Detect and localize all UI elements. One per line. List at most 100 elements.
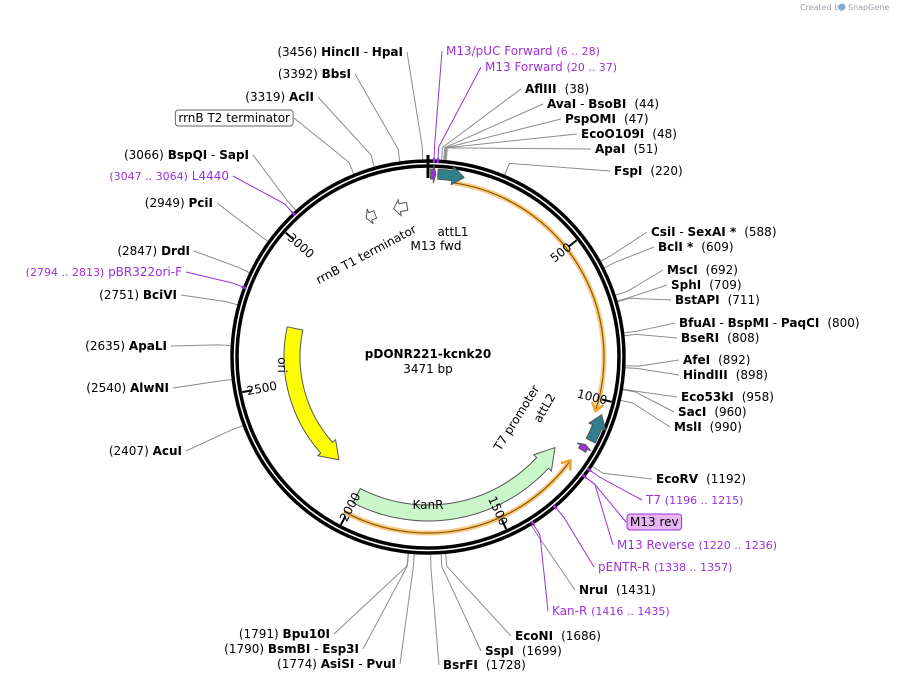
tick-label: 2500 bbox=[246, 379, 279, 398]
enzyme-bsmbi[interactable]: (1790) BsmBI - Esp3I bbox=[224, 642, 359, 656]
enzyme-fspi[interactable]: FspI(220) bbox=[614, 164, 683, 178]
enzyme-name: DrdI bbox=[161, 244, 190, 258]
leader-line bbox=[623, 322, 676, 334]
primer-pentr-r[interactable]: pENTR-R (1338 .. 1357) bbox=[598, 560, 732, 574]
enzyme-bbsi[interactable]: (3392) BbsI bbox=[278, 67, 351, 81]
enzyme-afei[interactable]: AfeI(892) bbox=[683, 353, 750, 367]
enzyme-drdi[interactable]: (2847) DrdI bbox=[117, 244, 190, 258]
enzyme-position: (1790) bbox=[224, 642, 264, 656]
enzyme-position: (2949) bbox=[145, 196, 185, 210]
primer-l4440[interactable]: (3047 .. 3064) L4440 bbox=[109, 169, 229, 183]
leader-line bbox=[591, 465, 653, 480]
enzyme-bseri[interactable]: BseRI (808) bbox=[681, 331, 759, 345]
leader-line bbox=[584, 476, 627, 523]
tick-mark bbox=[242, 389, 253, 394]
enzyme-sspi[interactable]: SspI(1699) bbox=[485, 644, 562, 658]
leader-line bbox=[406, 51, 424, 161]
leader-line bbox=[600, 231, 648, 262]
tick-mark bbox=[601, 398, 612, 403]
enzyme-bcivi[interactable]: (2751) BciVI bbox=[99, 288, 177, 302]
leader-line bbox=[441, 88, 522, 161]
feature-m13-fwd[interactable] bbox=[430, 164, 437, 184]
primer-site-mark bbox=[290, 210, 297, 217]
enzyme-ecorv[interactable]: EcoRV(1192) bbox=[656, 472, 746, 486]
enzyme-name: SacI bbox=[678, 405, 706, 419]
leader-line bbox=[172, 379, 233, 389]
feature-attl1[interactable] bbox=[437, 165, 466, 186]
leader-line bbox=[620, 399, 671, 428]
enzyme-name: Bpu10I bbox=[283, 627, 330, 641]
feature-label-rrnb-t1-terminator: rrnB T1 terminator bbox=[314, 222, 419, 287]
enzyme-name: HincII bbox=[321, 45, 360, 59]
enzyme-acli[interactable]: (3319) AclI bbox=[245, 90, 314, 104]
feature-kanr[interactable] bbox=[352, 446, 556, 522]
enzyme-position: (48) bbox=[652, 127, 677, 141]
enzyme-nrui[interactable]: NruI(1431) bbox=[579, 583, 656, 597]
leader-line bbox=[185, 425, 244, 452]
enzyme-afliii[interactable]: AflIII(38) bbox=[525, 82, 589, 96]
boxed-label-m13-rev[interactable]: M13 rev bbox=[626, 513, 683, 531]
enzyme-msci[interactable]: MscI(692) bbox=[667, 263, 738, 277]
enzyme-apai[interactable]: ApaI(51) bbox=[595, 142, 658, 156]
enzyme-hindiii[interactable]: HindIII(898) bbox=[683, 368, 768, 382]
enzyme-bspqi[interactable]: (3066) BspQI - SapI bbox=[124, 148, 249, 162]
primer-name: M13/pUC Forward bbox=[446, 44, 553, 58]
enzyme-name: AcuI bbox=[153, 444, 182, 458]
enzyme-sphi[interactable]: SphI(709) bbox=[671, 278, 742, 292]
enzyme-bsrfi[interactable]: BsrFI(1728) bbox=[443, 658, 526, 672]
primer-m13-puc-forward[interactable]: M13/pUC Forward (6 .. 28) bbox=[446, 44, 600, 58]
tick-mark bbox=[340, 515, 347, 526]
backbone-ring bbox=[230, 155, 626, 555]
enzyme-position: (808) bbox=[727, 331, 759, 345]
enzyme-ecoo109i[interactable]: EcoO109I(48) bbox=[581, 127, 677, 141]
primer-kan-r[interactable]: Kan-R (1416 .. 1435) bbox=[552, 604, 670, 618]
enzyme-name: ApaI bbox=[595, 142, 625, 156]
primer-pbr322ori-f[interactable]: (2794 .. 2813) pBR322ori-F bbox=[26, 265, 182, 279]
enzyme-name: BseRI bbox=[681, 331, 719, 345]
enzyme-hincii[interactable]: (3456) HincII - HpaI bbox=[277, 45, 403, 59]
enzyme-asisi[interactable]: (1774) AsiSI - PvuI bbox=[277, 657, 396, 671]
leader-line bbox=[503, 162, 611, 176]
enzyme-position: (3456) bbox=[277, 45, 317, 59]
leader-line bbox=[614, 269, 664, 296]
feature-t7-promoter[interactable] bbox=[576, 442, 592, 453]
enzyme-position: (898) bbox=[736, 368, 768, 382]
primer-m13-forward[interactable]: M13 Forward (20 .. 37) bbox=[485, 60, 617, 74]
feature-ori[interactable] bbox=[283, 326, 340, 461]
leader-line bbox=[193, 250, 251, 274]
enzyme-position: (609) bbox=[701, 240, 733, 254]
enzyme-msli[interactable]: MslI(990) bbox=[674, 420, 742, 434]
enzyme-econi[interactable]: EcoNI(1686) bbox=[515, 629, 601, 643]
feature-terminator[interactable] bbox=[365, 208, 378, 225]
enzyme-name: BspQI bbox=[168, 148, 208, 162]
boxed-label-rrnb-t2-terminator[interactable]: rrnB T2 terminator bbox=[174, 109, 294, 127]
enzyme-bcli[interactable]: BclI *(609) bbox=[658, 240, 734, 254]
primer-m13-reverse[interactable]: M13 Reverse (1220 .. 1236) bbox=[617, 538, 777, 552]
enzyme-alwni[interactable]: (2540) AlwNI bbox=[86, 381, 169, 395]
enzyme-pcii[interactable]: (2949) PciI bbox=[145, 196, 213, 210]
tick-label: 3000 bbox=[285, 230, 317, 261]
enzyme-eco53ki[interactable]: Eco53kI(958) bbox=[681, 390, 774, 404]
feature-rrnb-t1-terminator[interactable] bbox=[393, 198, 409, 217]
site-labels: (3456) HincII - HpaI (3392) BbsI (3319) Ac… bbox=[26, 44, 860, 672]
feature-label-attl1: attL1 bbox=[437, 225, 468, 239]
enzyme-bpu10i[interactable]: (1791) Bpu10I bbox=[239, 627, 330, 641]
leader-line bbox=[185, 271, 244, 288]
separator: - bbox=[769, 316, 781, 330]
enzyme-avai[interactable]: AvaI - BsoBI(44) bbox=[547, 97, 659, 111]
enzyme-saci[interactable]: SacI (960) bbox=[678, 405, 747, 419]
enzyme-name: PspOMI bbox=[565, 112, 616, 126]
leader-line bbox=[354, 73, 401, 163]
enzyme-position: (960) bbox=[714, 405, 746, 419]
enzyme-acui[interactable]: (2407) AcuI bbox=[109, 444, 182, 458]
enzyme-apali[interactable]: (2635) ApaLI bbox=[85, 339, 167, 353]
enzyme-csii[interactable]: CsiI - SexAI *(588) bbox=[651, 225, 777, 239]
primer-t7[interactable]: T7 (1196 .. 1215) bbox=[645, 493, 743, 507]
leader-line bbox=[616, 297, 672, 303]
enzyme-name: SapI bbox=[219, 148, 249, 162]
enzyme-pspomi[interactable]: PspOMI(47) bbox=[565, 112, 649, 126]
feature-attl2[interactable] bbox=[585, 413, 607, 444]
enzyme-bfuai[interactable]: BfuAI - BspMI - PaqCI(800) bbox=[679, 316, 860, 330]
enzyme-bstapi[interactable]: BstAPI(711) bbox=[675, 293, 760, 307]
enzyme-name: EcoNI bbox=[515, 629, 553, 643]
